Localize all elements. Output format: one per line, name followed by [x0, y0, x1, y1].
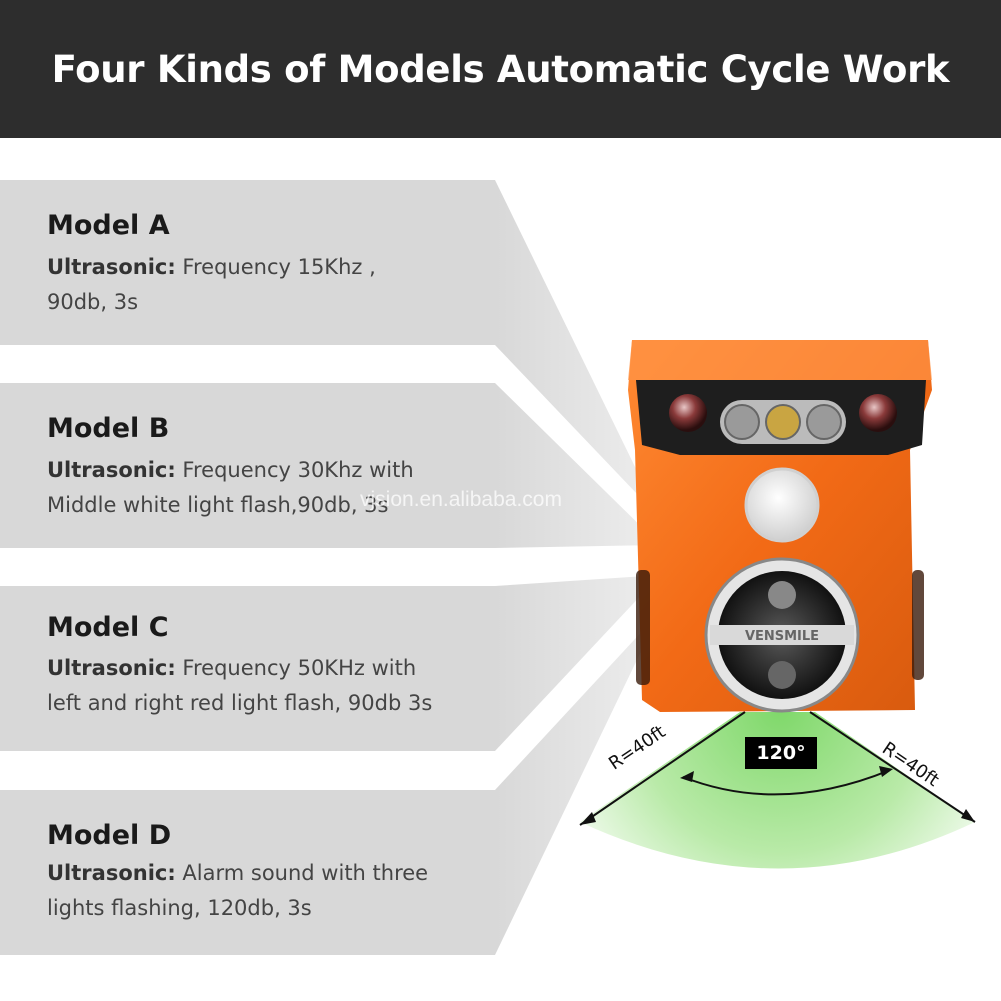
white-light-icon [765, 404, 801, 440]
model-b-title: Model B [47, 413, 170, 444]
model-d-panel: Model D Ultrasonic: Alarm sound with thr… [0, 790, 495, 955]
header-banner: Four Kinds of Models Automatic Cycle Wor… [0, 0, 1001, 138]
pir-sensor-icon [744, 467, 820, 543]
model-d-title: Model D [47, 820, 172, 851]
model-a-title: Model A [47, 210, 170, 241]
model-a-desc: Ultrasonic: Frequency 15Khz , 90db, 3s [47, 250, 477, 320]
right-red-light-icon [859, 394, 897, 432]
repeller-device: VENSMILE [628, 340, 932, 713]
ray-a [495, 180, 660, 518]
coverage-area [580, 712, 975, 869]
model-d-desc: Ultrasonic: Alarm sound with three light… [47, 856, 477, 926]
model-d-line1: Alarm sound with three [175, 861, 429, 885]
watermark: vjsion.en.alibaba.com [360, 488, 562, 511]
model-d-line2: lights flashing, 120db, 3s [47, 896, 312, 920]
ray-b [495, 383, 660, 548]
angle-badge: 120° [745, 737, 817, 769]
model-c-line2: left and right red light flash, 90db 3s [47, 691, 433, 715]
angle-arc [682, 769, 891, 796]
model-d-label: Ultrasonic: [47, 861, 176, 885]
model-c-title: Model C [47, 612, 169, 643]
model-b-line2: Middle white light flash,90db, 3s [47, 493, 389, 517]
ray-c [495, 575, 660, 751]
model-a-label: Ultrasonic: [47, 255, 176, 279]
model-b-line1: Frequency 30Khz with [175, 458, 414, 482]
model-c-panel: Model C Ultrasonic: Frequency 50KHz with… [0, 586, 495, 751]
left-red-light-icon [669, 394, 707, 432]
model-a-panel: Model A Ultrasonic: Frequency 15Khz , 90… [0, 180, 495, 345]
ray-d [495, 612, 660, 955]
model-b-desc: Ultrasonic: Frequency 30Khz with Middle … [47, 453, 477, 523]
model-b-panel: Model B Ultrasonic: Frequency 30Khz with… [0, 383, 495, 548]
model-a-line1: Frequency 15Khz , [175, 255, 376, 279]
model-a-line2: 90db, 3s [47, 290, 139, 314]
radius-line-left [579, 711, 746, 826]
radius-line-right [809, 711, 976, 823]
brand-label: VENSMILE [745, 629, 819, 644]
model-c-desc: Ultrasonic: Frequency 50KHz with left an… [47, 651, 477, 721]
page-title: Four Kinds of Models Automatic Cycle Wor… [51, 47, 950, 91]
model-c-line1: Frequency 50KHz with [175, 656, 417, 680]
model-c-label: Ultrasonic: [47, 656, 176, 680]
model-b-label: Ultrasonic: [47, 458, 176, 482]
